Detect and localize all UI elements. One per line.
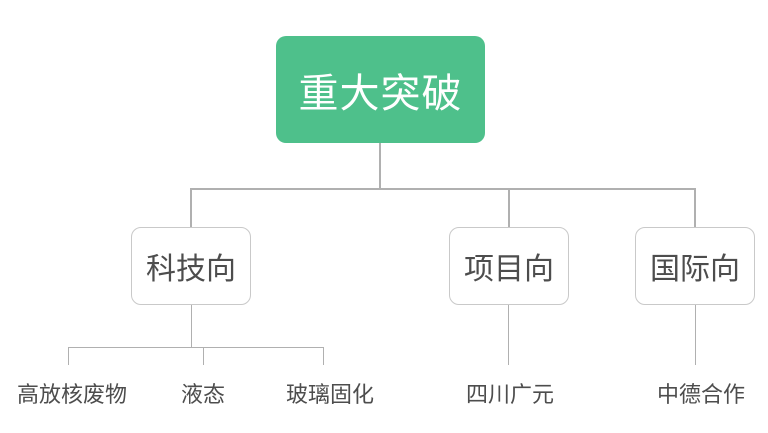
leaf-node-nuclear-waste[interactable]: 高放核废物 bbox=[16, 382, 128, 407]
connector-root-vertical bbox=[379, 143, 381, 189]
leaf-node-vitrification[interactable]: 玻璃固化 bbox=[285, 382, 375, 407]
connector-tech-drop-1 bbox=[68, 347, 69, 365]
branch-node-international-label: 国际向 bbox=[650, 253, 740, 286]
connector-main-rail bbox=[190, 188, 696, 190]
root-node[interactable]: 重大突破 bbox=[276, 36, 485, 143]
branch-node-project[interactable]: 项目向 bbox=[449, 227, 569, 305]
branch-node-project-label: 项目向 bbox=[464, 253, 554, 286]
leaf-node-liquid[interactable]: 液态 bbox=[180, 382, 226, 407]
branch-node-tech[interactable]: 科技向 bbox=[131, 227, 251, 305]
connector-tech-rail bbox=[68, 347, 324, 348]
leaf-node-china-germany[interactable]: 中德合作 bbox=[656, 382, 746, 407]
connector-tech-drop-3 bbox=[323, 347, 324, 365]
connector-tech-drop-2 bbox=[203, 347, 204, 365]
connector-tech-vertical bbox=[191, 305, 192, 347]
root-node-label: 重大突破 bbox=[298, 71, 463, 116]
branch-node-tech-label: 科技向 bbox=[146, 253, 236, 286]
connector-drop-project bbox=[508, 188, 510, 227]
connector-international-vertical bbox=[695, 305, 696, 365]
connector-drop-tech bbox=[190, 188, 192, 227]
leaf-node-sichuan-guangyuan[interactable]: 四川广元 bbox=[465, 382, 555, 407]
connector-drop-international bbox=[694, 188, 696, 227]
connector-project-vertical bbox=[508, 305, 509, 365]
branch-node-international[interactable]: 国际向 bbox=[635, 227, 755, 305]
